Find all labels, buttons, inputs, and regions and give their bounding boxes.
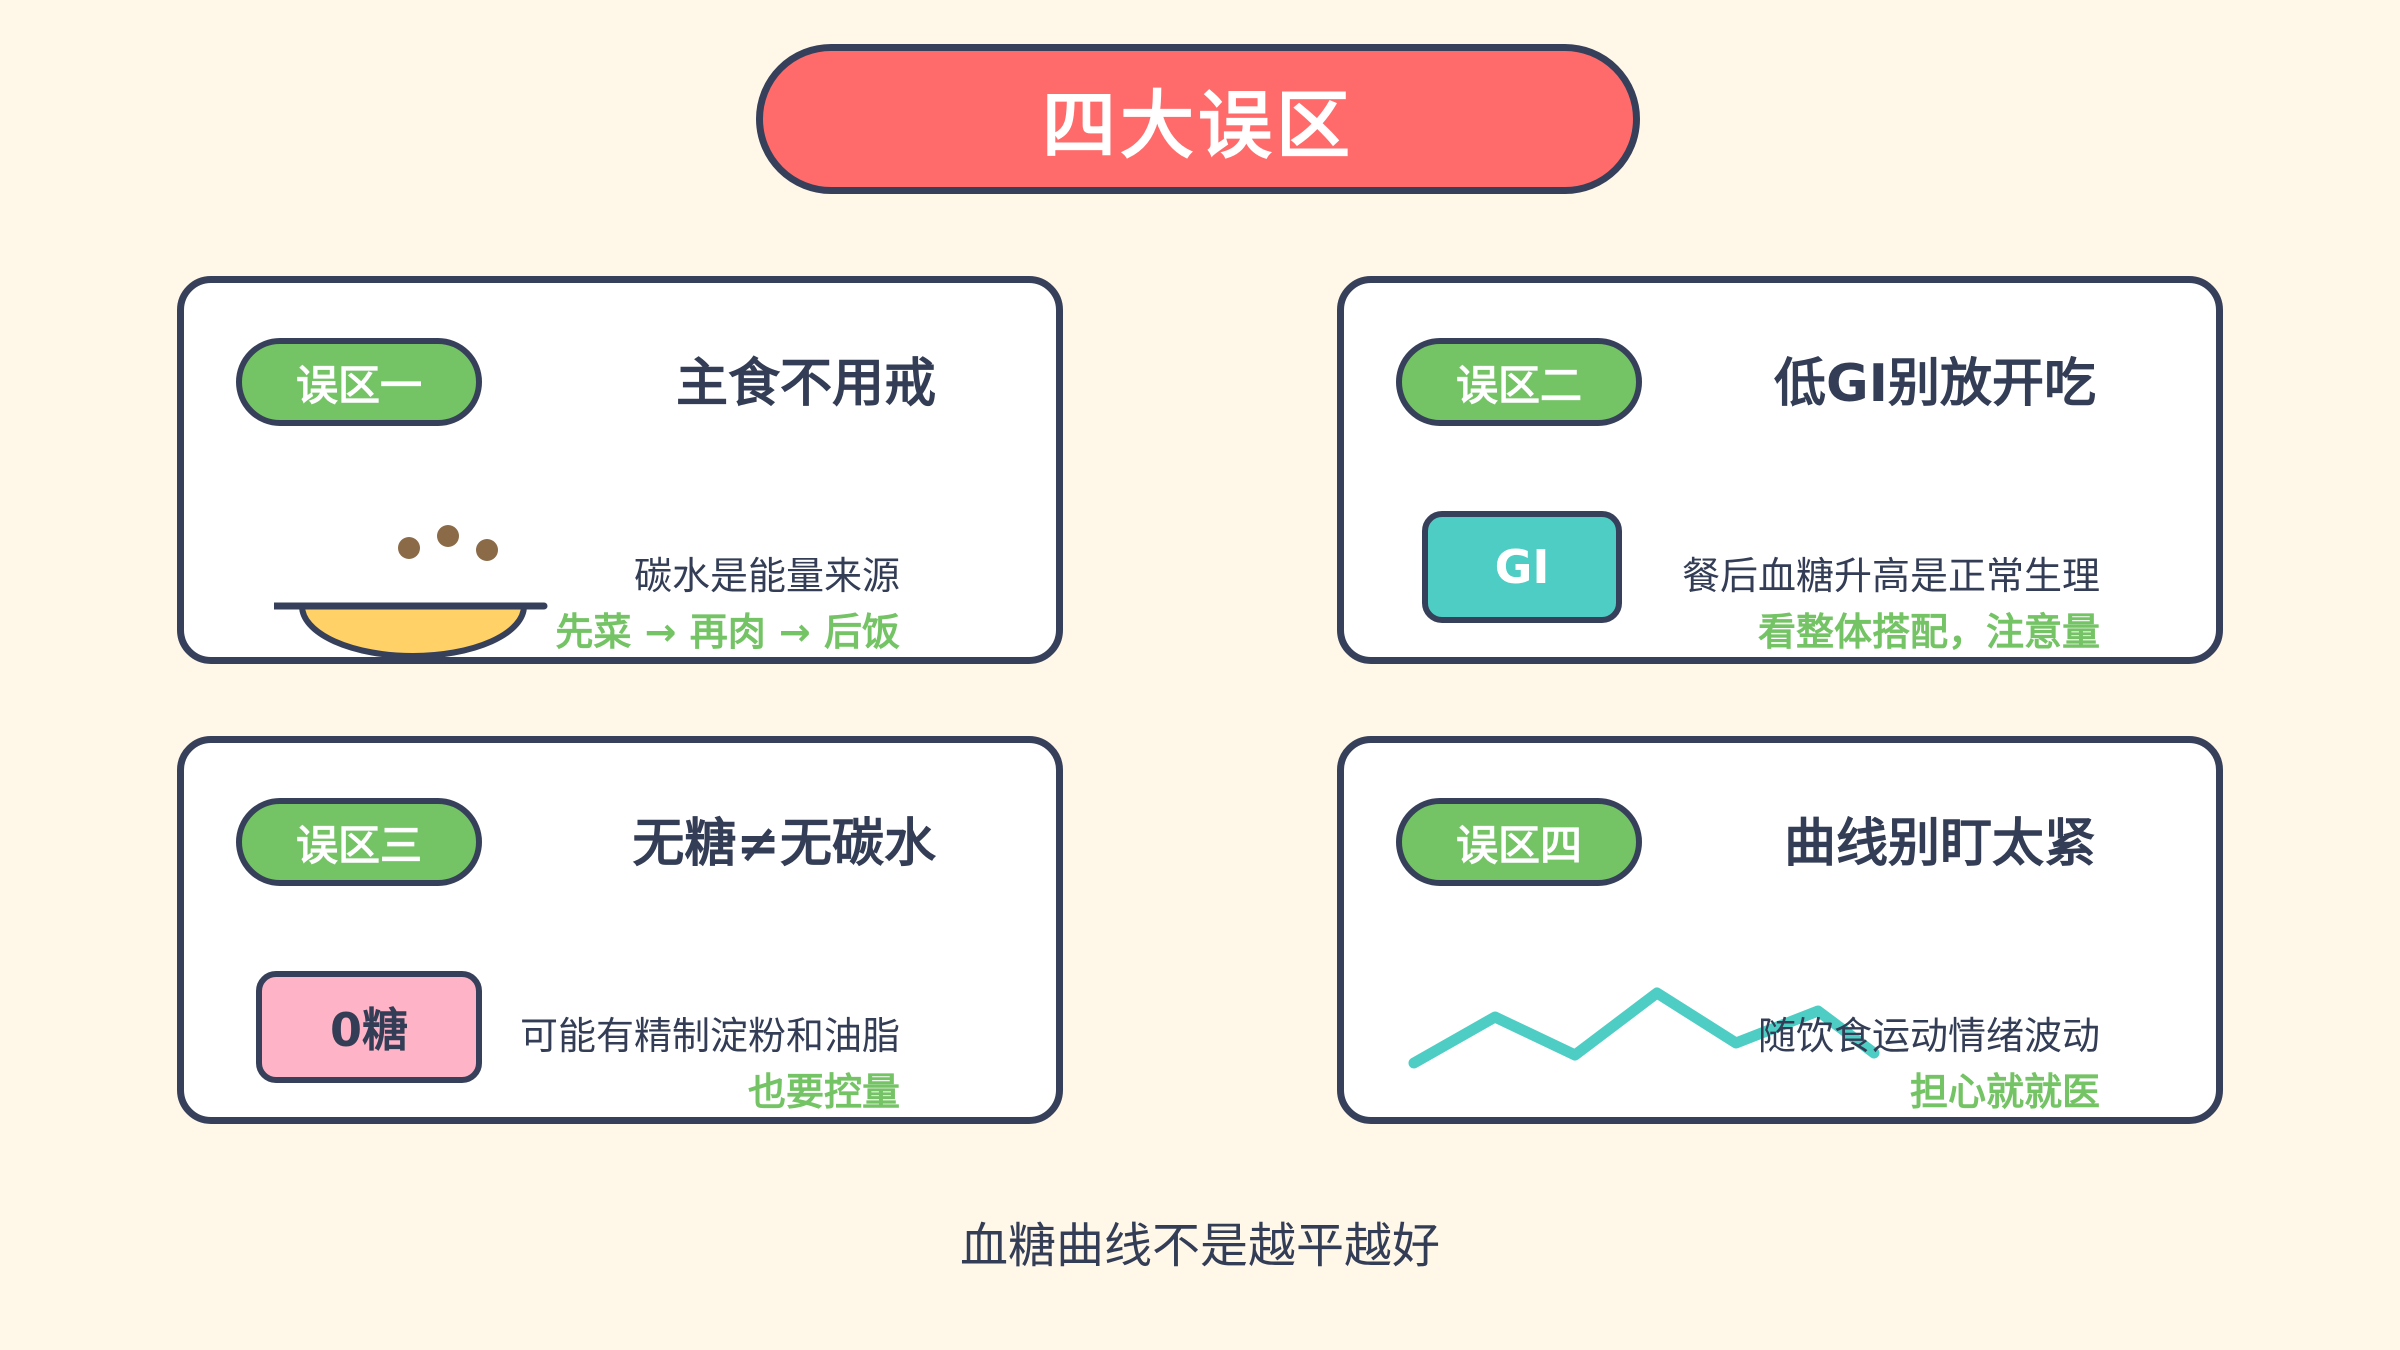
myth-tag-4: 误区四	[1396, 798, 1642, 886]
myth-desc-4: 随饮食运动情绪波动	[1757, 1014, 2100, 1058]
grain-dot	[398, 537, 420, 559]
myth-desc-1: 碳水是能量来源	[633, 554, 900, 598]
zero-sugar-badge: 0糖	[256, 971, 482, 1083]
myth-card-1: 误区一 主食不用戒 碳水是能量来源 先菜 → 再肉 → 后饭	[177, 276, 1063, 664]
myth-title-1: 主食不用戒	[675, 354, 936, 414]
myth-title-3: 无糖≠无碳水	[632, 814, 936, 874]
myth-tag-1: 误区一	[236, 338, 482, 426]
myth-advice-2: 看整体搭配，注意量	[1757, 610, 2100, 654]
myth-card-4: 误区四 曲线别盯太紧 随饮食运动情绪波动 担心就就医	[1337, 736, 2223, 1124]
rice-bowl-icon	[274, 525, 548, 659]
myth-tag-2: 误区二	[1396, 338, 1642, 426]
myth-card-2: 误区二 低GI别放开吃 GI 餐后血糖升高是正常生理 看整体搭配，注意量	[1337, 276, 2223, 664]
title-banner: 四大误区	[756, 44, 1640, 194]
page-title: 四大误区	[1042, 82, 1354, 169]
myth-desc-2: 餐后血糖升高是正常生理	[1681, 554, 2100, 598]
grain-dot	[437, 525, 459, 547]
myth-title-4: 曲线别盯太紧	[1783, 814, 2096, 874]
myth-advice-4: 担心就就医	[1909, 1070, 2100, 1114]
curve-line	[1408, 987, 1880, 1069]
myth-desc-3: 可能有精制淀粉和油脂	[519, 1014, 900, 1058]
gi-badge: GI	[1422, 511, 1622, 623]
myth-advice-1: 先菜 → 再肉 → 后饭	[555, 610, 900, 654]
grain-dot	[476, 539, 498, 561]
myth-card-3: 误区三 无糖≠无碳水 0糖 可能有精制淀粉和油脂 也要控量	[177, 736, 1063, 1124]
footer-caption: 血糖曲线不是越平越好	[959, 1218, 1440, 1274]
bowl-body	[298, 603, 528, 659]
myth-title-2: 低GI别放开吃	[1773, 354, 2096, 414]
glucose-curve-icon	[1408, 987, 1880, 1069]
myth-tag-3: 误区三	[236, 798, 482, 886]
myth-advice-3: 也要控量	[747, 1070, 900, 1114]
